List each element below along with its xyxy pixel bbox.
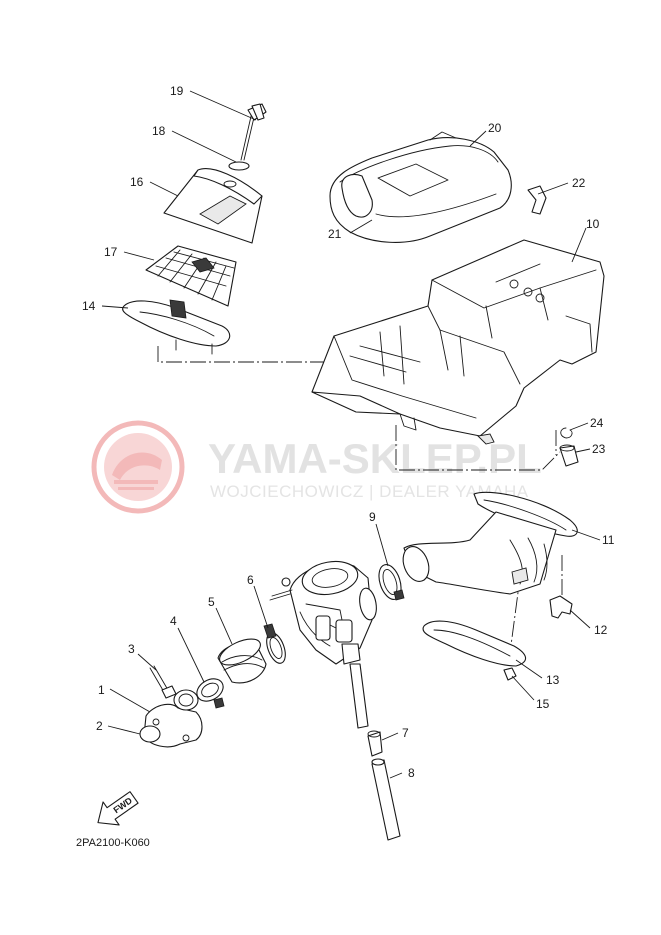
watermark-tagline: WOJCIECHOWICZ | DEALER YAMAHA <box>210 482 529 501</box>
callout-10: 10 <box>586 217 600 231</box>
callout-8: 8 <box>408 766 415 780</box>
callout-5: 5 <box>208 595 215 609</box>
part-20-air-box-cover <box>329 131 512 243</box>
part-6-clamp <box>263 623 286 664</box>
part-3-bolt <box>149 665 177 699</box>
part-17-filter-guide <box>145 245 237 307</box>
callout-23: 23 <box>592 442 606 456</box>
callout-20: 20 <box>488 121 502 135</box>
part-22-clip <box>527 185 547 215</box>
fwd-direction-arrow: FWD <box>97 791 139 826</box>
part-5-carburetor-joint <box>217 638 267 684</box>
part-14-base-plate <box>122 299 231 355</box>
part-13-gasket <box>422 620 527 667</box>
callout-numbers: 19 18 16 17 14 20 21 22 10 24 23 11 12 1… <box>82 84 615 780</box>
part-9-clamp <box>378 564 405 601</box>
part-18-washer <box>228 161 250 171</box>
callout-6: 6 <box>247 573 254 587</box>
callout-17: 17 <box>104 245 118 259</box>
part-12-drain-elbow <box>549 595 573 619</box>
part-10-air-box-case <box>311 239 605 445</box>
callout-18: 18 <box>152 124 166 138</box>
watermark: YAMA-SKLEP.PL WOJCIECHOWICZ | DEALER YAM… <box>91 420 542 514</box>
part-11-intake-joint <box>402 491 578 595</box>
callout-19: 19 <box>170 84 184 98</box>
callout-13: 13 <box>546 673 560 687</box>
part-7-fitting <box>367 730 383 757</box>
callout-9: 9 <box>369 510 376 524</box>
part-2-o-ring <box>139 725 161 743</box>
callout-14: 14 <box>82 299 96 313</box>
diagram-code: 2PA2100-K060 <box>76 837 150 849</box>
callout-24: 24 <box>590 416 604 430</box>
part-19-wing-bolt <box>240 103 267 161</box>
callout-12: 12 <box>594 623 608 637</box>
leader-lines <box>101 90 601 779</box>
callout-1: 1 <box>98 683 105 697</box>
callout-21: 21 <box>328 227 342 241</box>
part-23-cap <box>559 444 579 467</box>
callout-3: 3 <box>128 642 135 656</box>
callout-7: 7 <box>402 726 409 740</box>
callout-2: 2 <box>96 719 103 733</box>
carburetor-assembly <box>269 560 377 729</box>
callout-15: 15 <box>536 697 550 711</box>
part-24-circlip <box>560 427 573 439</box>
callout-22: 22 <box>572 176 586 190</box>
watermark-logo <box>91 420 185 514</box>
callout-4: 4 <box>170 614 177 628</box>
part-1-intake-manifold <box>143 689 203 748</box>
part-8-hose <box>371 758 401 841</box>
callout-16: 16 <box>130 175 144 189</box>
part-16-filter-element <box>163 168 263 244</box>
callout-11: 11 <box>602 533 615 547</box>
